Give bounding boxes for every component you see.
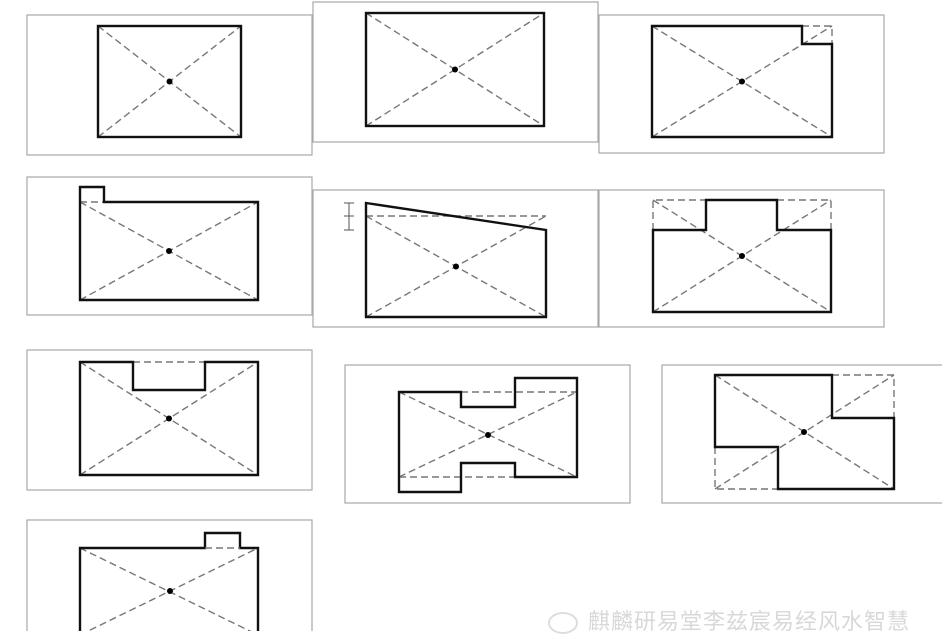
diagram-10-protrusion-top-right: [26, 519, 313, 631]
watermark-text: 麒麟研易堂李兹宸易经风水智慧: [588, 610, 911, 635]
diagram-2-rectangle: [312, 1, 599, 143]
center-dot: [485, 432, 491, 438]
diagram-1-rectangle: [26, 14, 313, 156]
diagram-4-protrusion-top-left: [26, 176, 313, 316]
diagram-8-notched: [344, 364, 631, 504]
diagram-6-top-protrusion: [598, 189, 885, 328]
center-dot: [801, 429, 807, 435]
center-dot: [453, 263, 459, 270]
center-dot: [452, 66, 458, 73]
center-dot: [739, 253, 745, 259]
watermark: 麒麟研易堂李兹宸易经风水智慧: [548, 604, 910, 636]
diagram-7-top-notch: [26, 349, 313, 491]
center-dot: [166, 248, 172, 254]
center-dot: [167, 588, 173, 594]
center-dot: [739, 78, 745, 85]
center-dot: [166, 78, 173, 85]
diagram-5-sloped-top: [312, 189, 599, 328]
center-dot: [166, 415, 172, 422]
diagram-9-missing-corners: [661, 364, 942, 504]
height-dimension-marker: [344, 202, 354, 231]
diagram-3-missing-corner: [598, 14, 885, 154]
